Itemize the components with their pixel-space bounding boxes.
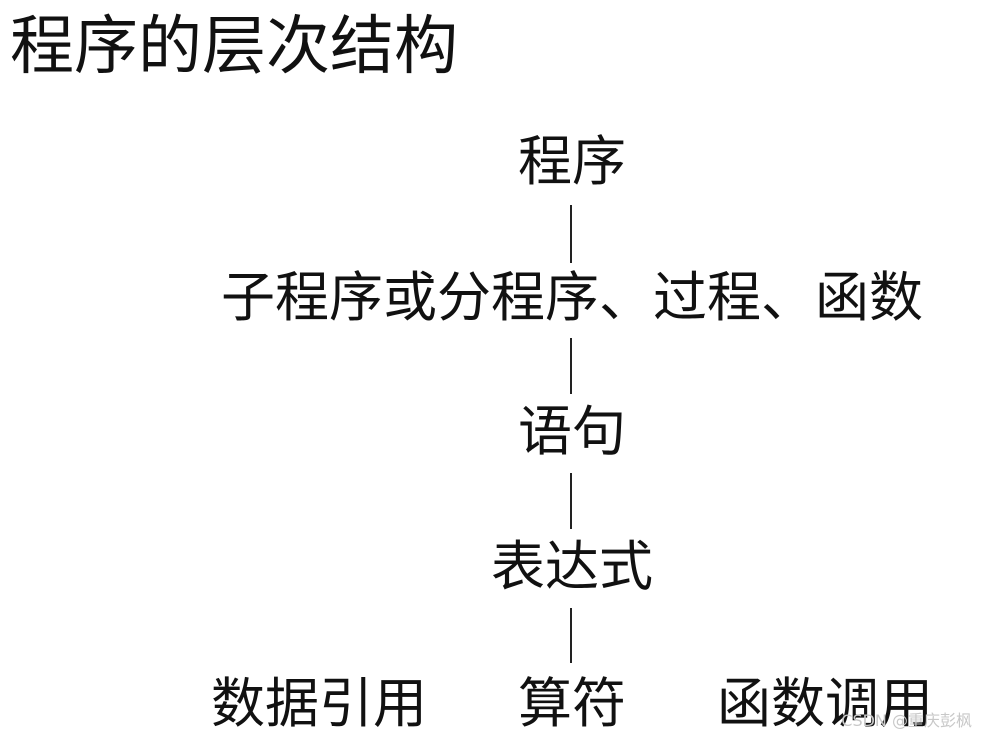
node-subprogram: 子程序或分程序、过程、函数 [221, 266, 923, 329]
connector-program-subprogram [570, 205, 572, 263]
node-program: 程序 [518, 130, 626, 193]
node-statement: 语句 [518, 400, 626, 463]
node-operator: 算符 [518, 672, 626, 735]
diagram-title: 程序的层次结构 [10, 10, 458, 84]
node-expression: 表达式 [491, 535, 653, 598]
watermark: CSDN @重庆彭枫 [841, 711, 972, 730]
node-data-reference: 数据引用 [211, 672, 427, 735]
node-function-call: 函数调用 [717, 672, 933, 735]
connector-statement-expression [570, 473, 572, 529]
connector-subprogram-statement [570, 338, 572, 394]
connector-expression-operator [570, 608, 572, 663]
